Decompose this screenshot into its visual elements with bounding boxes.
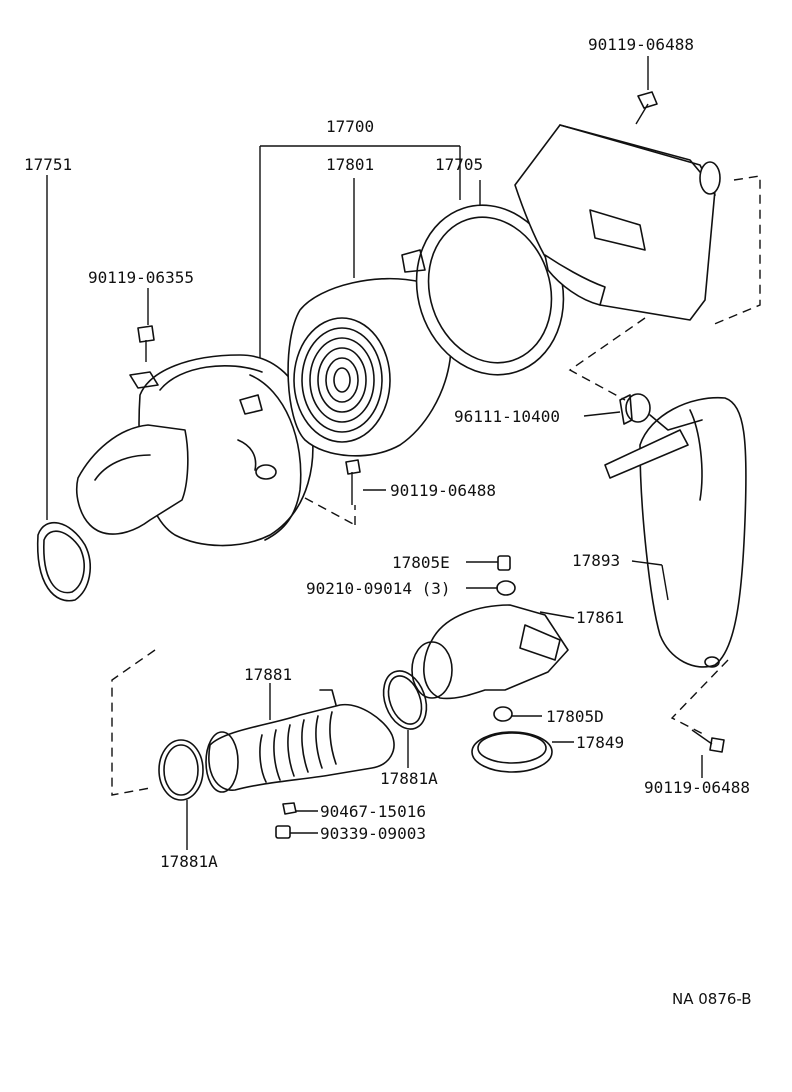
callout-labels: 17700 17801 17705 17751 90119-06488 9011… <box>24 35 752 1008</box>
filter-element <box>287 277 452 457</box>
resonator <box>604 396 747 668</box>
label-17700: 17700 <box>326 117 374 136</box>
label-ring: 17849 <box>576 733 624 752</box>
label-clamp-right: 17881A <box>380 769 438 788</box>
label-intake-pipe: 17861 <box>576 608 624 627</box>
label-17751: 17751 <box>24 155 72 174</box>
air-cleaner-case <box>75 354 314 547</box>
seal-gasket <box>36 521 91 602</box>
label-plug-e: 17805E <box>392 553 450 572</box>
label-hose-clamp-small: 90467-15016 <box>320 802 426 821</box>
label-plug-d: 17805D <box>546 707 604 726</box>
label-clip: 96111-10400 <box>454 407 560 426</box>
plug-parts <box>275 555 516 839</box>
intake-pipe <box>411 604 569 700</box>
callout-leaders <box>46 56 703 850</box>
gasket-ring <box>471 731 553 773</box>
hose-clamps <box>158 670 428 801</box>
dashed-leaders <box>111 175 761 796</box>
label-17801: 17801 <box>326 155 374 174</box>
label-bolt-left: 90119-06355 <box>88 268 194 287</box>
label-bolt-mid: 90119-06488 <box>390 481 496 500</box>
label-clamp-left: 17881A <box>160 852 218 871</box>
label-bolt-right: 90119-06488 <box>644 778 750 797</box>
air-hose <box>205 689 395 793</box>
label-plug-909: 90210-09014 (3) <box>306 579 451 598</box>
label-hose: 17881 <box>244 665 292 684</box>
label-17705: 17705 <box>435 155 483 174</box>
bolt-icons <box>137 91 725 753</box>
figure-code: NA 0876-B <box>672 990 752 1008</box>
clip-part <box>619 393 651 425</box>
assembly-bracket <box>259 145 461 368</box>
label-resonator: 17893 <box>572 551 620 570</box>
label-plug-small: 90339-09003 <box>320 824 426 843</box>
upper-cleaner-body <box>514 124 721 321</box>
label-bolt-top: 90119-06488 <box>588 35 694 54</box>
